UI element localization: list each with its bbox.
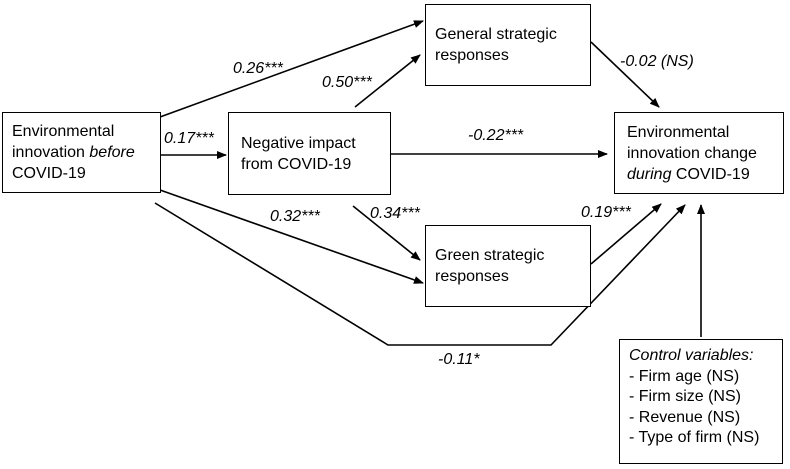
coef-impact-to-general: 0.50*** [322, 74, 372, 91]
label-line: Environmental [627, 123, 730, 141]
arrow-before-to-change [154, 202, 686, 346]
label-line: from COVID-19 [241, 155, 352, 173]
coef-impact-to-green: 0.34*** [370, 205, 420, 222]
box-env-innovation-change: Environmental innovation change during C… [614, 112, 784, 194]
label-line: responses [435, 268, 509, 285]
label-line: General strategic [435, 26, 557, 43]
coef-before-to-impact: 0.17*** [164, 130, 214, 147]
box-negative-impact: Negative impact from COVID-19 [228, 112, 391, 195]
label-emphasis: before [89, 144, 135, 161]
control-item: - Revenue (NS) [629, 408, 741, 426]
coef-before-to-change: -0.11* [438, 351, 480, 368]
label-fragment: innovation [12, 144, 90, 161]
label-line: Green strategic [435, 247, 545, 264]
arrow-general-to-change [590, 41, 660, 108]
label-fragment: COVID-19 [671, 165, 750, 183]
coef-before-to-green: 0.32*** [270, 208, 320, 225]
arrow-before-to-general [159, 20, 424, 118]
box-env-innovation-before: Environmental innovation before COVID-19 [2, 112, 161, 193]
coef-impact-to-change: -0.22*** [468, 127, 524, 144]
arrow-before-to-green [159, 189, 424, 284]
coef-general-to-change: -0.02 (NS) [620, 53, 694, 70]
control-item: - Firm size (NS) [629, 388, 741, 405]
label-line: innovation before [12, 142, 135, 163]
label-line: Negative impact [241, 134, 356, 152]
box-green-strategic: Green strategic responses [425, 225, 591, 307]
label-emphasis: during [627, 165, 672, 183]
label-line: responses [435, 47, 509, 64]
arrow-green-to-change [590, 203, 662, 265]
label-line: during COVID-19 [627, 164, 757, 185]
label-line: innovation change [627, 144, 757, 162]
control-item: - Firm age (NS) [629, 367, 740, 385]
coef-green-to-change: 0.19*** [581, 204, 631, 221]
box-general-strategic: General strategic responses [425, 4, 591, 86]
arrow-impact-to-green [352, 205, 421, 261]
arrow-impact-to-general [354, 54, 421, 108]
control-item: - Type of firm (NS) [629, 429, 760, 446]
label-line: Environmental [12, 123, 115, 140]
control-title: Control variables: [629, 347, 754, 364]
label-line: COVID-19 [12, 165, 86, 182]
box-control-variables: Control variables: - Firm age (NS) - Fir… [619, 339, 783, 464]
coef-before-to-general: 0.26*** [233, 60, 283, 77]
